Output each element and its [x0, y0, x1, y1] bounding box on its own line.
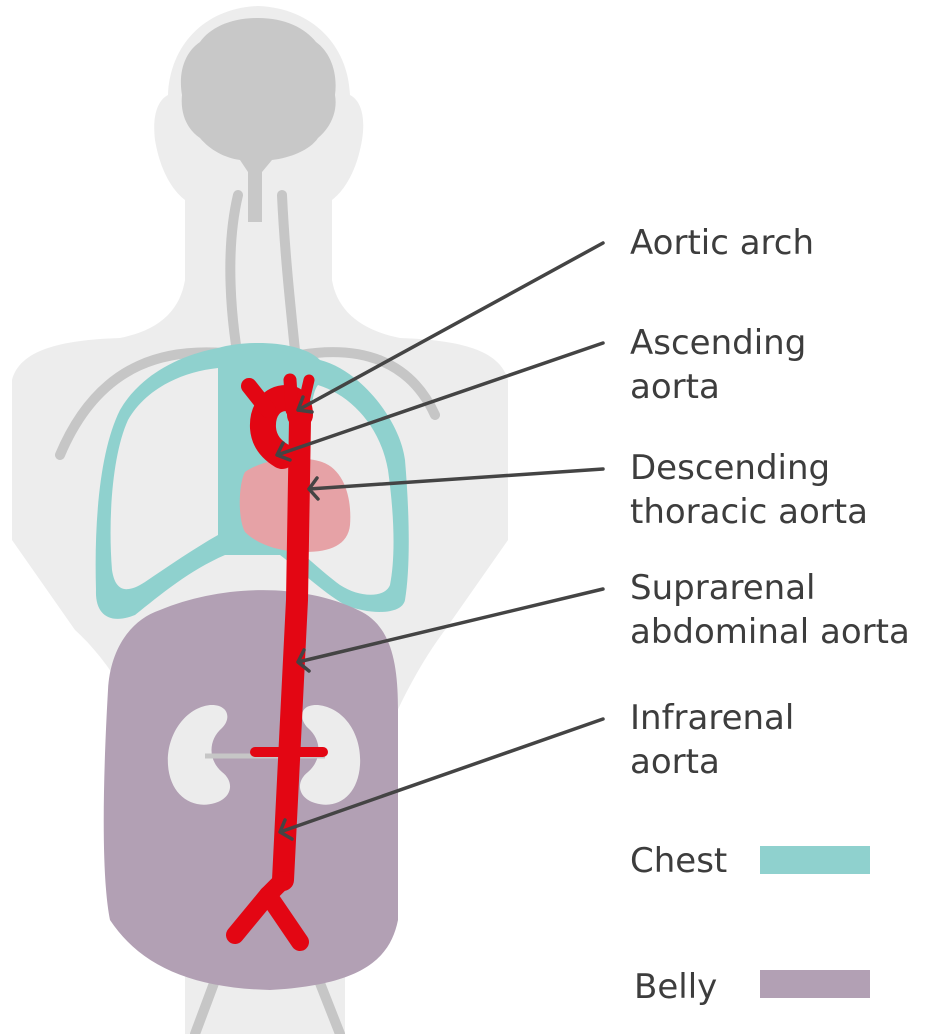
label-aortic-arch-line1: Aortic arch: [630, 223, 814, 263]
legend-belly-swatch: [760, 970, 870, 998]
label-suprarenal-abdominal-aorta: Suprarenal abdominal aorta: [630, 568, 910, 652]
label-descending-line1: Descending: [630, 448, 830, 488]
label-infrarenal-line2: aorta: [630, 742, 720, 782]
label-ascending-aorta-line1: Ascending: [630, 323, 806, 363]
label-ascending-aorta-line2: aorta: [630, 367, 720, 407]
legend-belly-label: Belly: [634, 967, 717, 1007]
label-ascending-aorta: Ascending aorta: [630, 323, 817, 407]
legend-chest-label: Chest: [630, 841, 727, 881]
label-suprarenal-line2: abdominal aorta: [630, 612, 910, 652]
label-descending-thoracic-aorta: Descending thoracic aorta: [630, 448, 868, 532]
label-infrarenal-aorta: Infrarenal aorta: [630, 698, 805, 782]
legend: Chest Belly: [630, 841, 870, 1007]
label-descending-line2: thoracic aorta: [630, 492, 868, 532]
label-aortic-arch: Aortic arch: [630, 223, 814, 263]
label-suprarenal-line1: Suprarenal: [630, 568, 816, 608]
legend-chest-swatch: [760, 846, 870, 874]
label-infrarenal-line1: Infrarenal: [630, 698, 794, 738]
